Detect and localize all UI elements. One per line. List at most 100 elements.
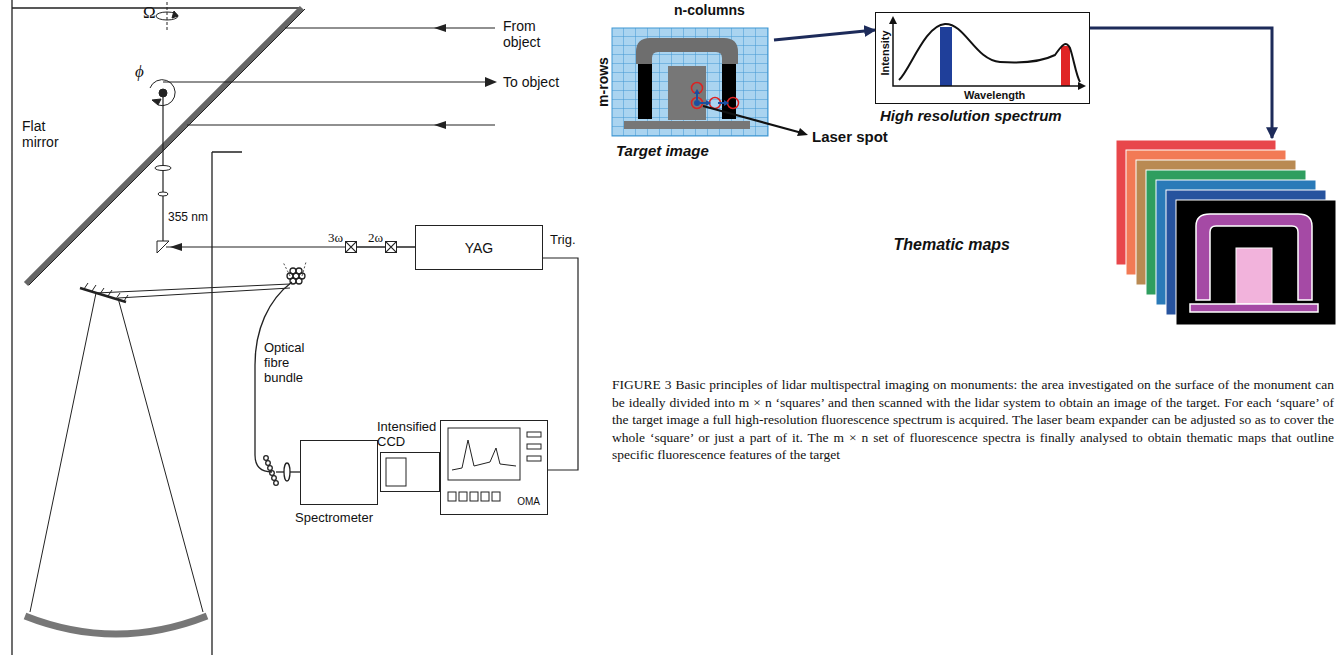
beam-arrowheads [434, 24, 446, 32]
harmonic-crystal: 3ω [345, 241, 357, 253]
optical-fibre [296, 268, 302, 274]
panel-title: Thematic maps [894, 236, 1010, 254]
target-grid [612, 28, 768, 136]
harmonic-label: 2ω [368, 230, 383, 246]
oma-screen [386, 428, 541, 501]
oma-screen [448, 492, 456, 501]
laser-spot-marks [694, 100, 700, 106]
optical-fibre [274, 481, 279, 486]
laser-spot-marks [728, 98, 739, 109]
crystal-cross [346, 242, 356, 252]
axis-label: Intensity [879, 30, 891, 75]
laser-spot-marks [724, 100, 729, 106]
part-name: Flat mirror [22, 118, 74, 150]
harmonic-crystal: 2ω [385, 241, 397, 253]
spectrum-box: IntensityWavelengthHigh resolution spect… [875, 12, 1090, 104]
lens [157, 241, 169, 253]
optical-fibre [266, 461, 271, 466]
spectrum-plot [1078, 82, 1086, 90]
thematic-map-layers [1116, 140, 1336, 325]
beam-label: To object [503, 74, 559, 90]
light-beams [163, 28, 495, 247]
part-name: Optical fibre bundle [264, 340, 322, 385]
target-image: n-columnsm-rowsTarget image [596, 4, 774, 164]
optical-fibre [272, 476, 277, 481]
spectrum-plot [1061, 46, 1070, 86]
lens [155, 166, 171, 254]
thematic-map-stack: Thematic maps [1100, 138, 1338, 328]
rotation-axis [172, 11, 178, 18]
spectrum-plot [899, 24, 1080, 82]
oma-screen [452, 440, 516, 470]
connector [774, 30, 875, 40]
axis-label: m-rows [595, 57, 611, 107]
thematic-map-layers [1176, 200, 1336, 325]
rotation-axis [167, 2, 168, 30]
oma-screen [459, 492, 467, 501]
signal-label: Trig. [549, 232, 577, 247]
connector [543, 258, 578, 470]
oma-box: OMA [440, 420, 548, 515]
oma-screen [386, 458, 406, 486]
harmonic-label: 3ω [328, 230, 343, 246]
beam-arrowheads [485, 77, 497, 87]
oma-screen [481, 492, 489, 501]
telescope [25, 616, 207, 634]
beam-label: From object [503, 18, 558, 50]
optical-fibre [284, 463, 290, 481]
optical-fibre [296, 278, 302, 284]
connector [1090, 28, 1272, 138]
axis-label: Wavelength [964, 89, 1025, 101]
rotation-axis [156, 12, 178, 20]
oma-screen [492, 492, 500, 501]
spectrum-plot [893, 20, 1082, 86]
beam-arrowheads [170, 24, 497, 251]
laser-spot-marks [706, 100, 711, 106]
thematic-map-layers [1236, 248, 1272, 304]
part-name: OMA [517, 496, 540, 507]
housing-frame [12, 0, 300, 655]
target-grid [638, 64, 652, 119]
lens [155, 166, 171, 171]
flat-mirror [29, 9, 305, 285]
oma-screen [470, 492, 478, 501]
rotation-symbol: Ω [143, 3, 156, 23]
oma-screen [527, 456, 541, 461]
rotation-axis [159, 89, 167, 97]
telescope [30, 284, 290, 612]
flat-mirror [26, 8, 305, 285]
panel-title: Target image [616, 142, 709, 159]
oma-screen [527, 432, 541, 437]
thematic-map-layers [1190, 304, 1318, 312]
laser-spot-marks [703, 106, 802, 133]
figure-caption: FIGURE 3 Basic principles of lidar multi… [612, 376, 1334, 464]
callout-label: Laser spot [812, 128, 888, 145]
laser-spot-marks [797, 128, 808, 136]
laser-spot-marks [694, 89, 700, 94]
telescope [25, 283, 290, 634]
ccd-box: Intensified CCD [380, 452, 440, 492]
lens [158, 192, 168, 196]
rotation-axis [152, 99, 161, 105]
oma-screen [448, 428, 520, 480]
optical-fibre [270, 471, 275, 476]
wavelength-label: 355 nm [168, 210, 208, 224]
laser-spot-marks [692, 83, 809, 137]
panel-title: High resolution spectrum [880, 107, 1062, 124]
target-grid [612, 28, 768, 136]
crystal-cross [386, 242, 396, 252]
laser-spot-marks [697, 92, 727, 103]
optical-fibre [268, 466, 273, 471]
crystal-cross [346, 242, 356, 252]
spectrum-plot [889, 16, 1086, 90]
optical-fibre [283, 262, 306, 276]
spectrum-plot [940, 27, 952, 86]
spectrometer-box: Spectrometer [300, 440, 378, 505]
housing-frame [12, 0, 300, 655]
target-grid [636, 38, 738, 64]
optical-fibre [290, 278, 296, 284]
target-grid [624, 121, 750, 129]
beam-arrowheads [170, 243, 182, 251]
